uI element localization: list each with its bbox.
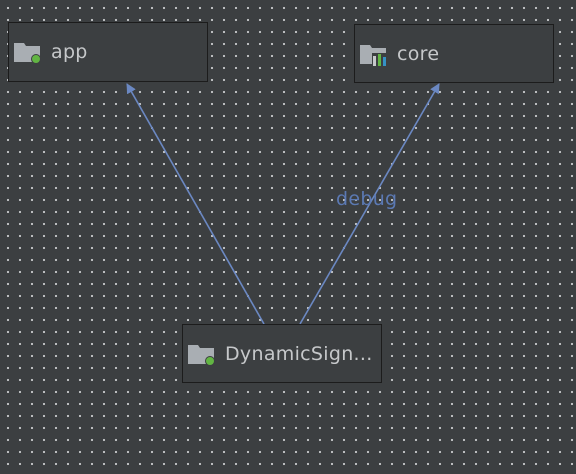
module-node-core[interactable]: core: [354, 24, 554, 83]
edge-label-debug: debug: [336, 188, 398, 210]
module-node-dynamic-sign[interactable]: DynamicSign...: [182, 324, 382, 383]
edge-dyn-to-app[interactable]: [126, 83, 265, 325]
node-label-app: app: [51, 41, 88, 63]
folder-module-icon: [187, 340, 217, 368]
module-node-app[interactable]: app: [8, 22, 208, 82]
edge-dyn-to-core[interactable]: [299, 83, 440, 325]
library-module-icon: [359, 40, 389, 68]
node-label-dynamic-sign: DynamicSign...: [225, 342, 373, 365]
folder-module-icon: [13, 38, 43, 66]
node-label-core: core: [397, 42, 440, 65]
